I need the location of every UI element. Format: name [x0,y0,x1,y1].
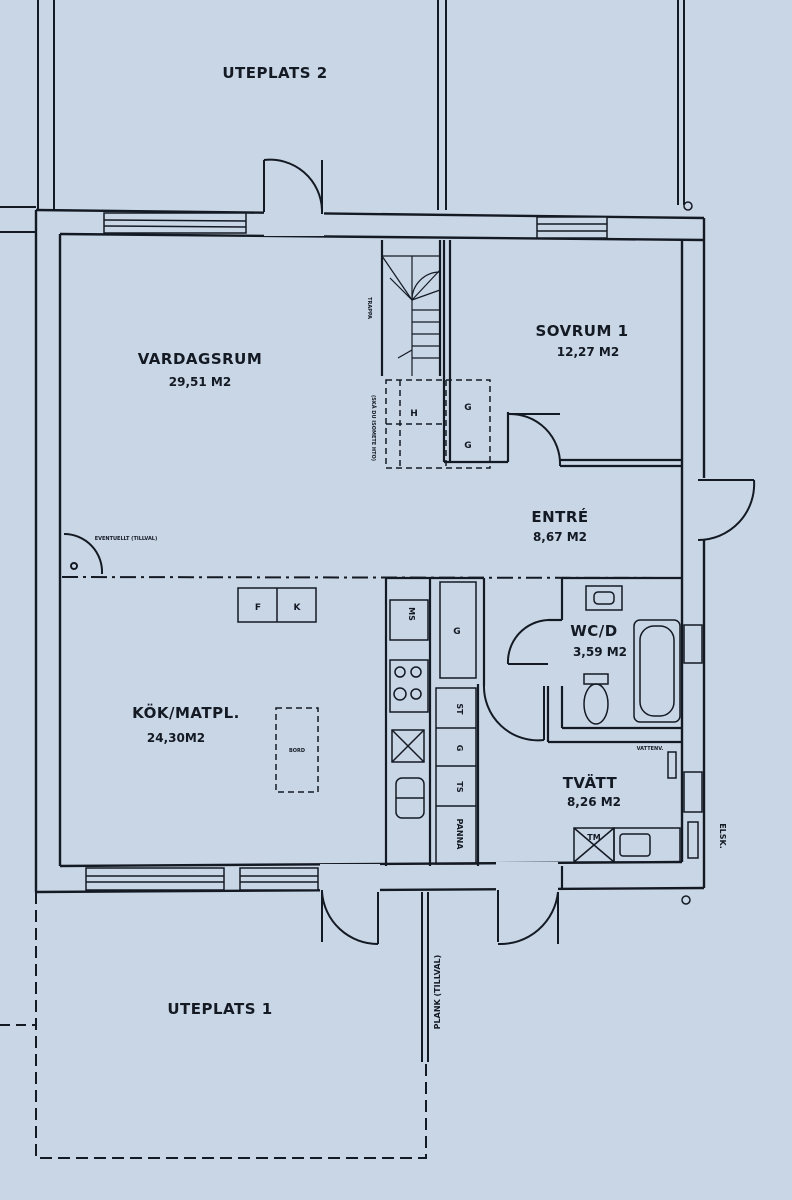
room-area-entre: 8,67 M2 [533,530,587,544]
kitchen-fixtures [237,201,699,905]
fixture-label-ms: MS [407,607,416,621]
room-name-uteplats1: UTEPLATS 1 [167,1000,272,1018]
fixture-label-tm: TM [587,833,600,842]
fixture-label-elsk: ELSK. [718,823,727,849]
storage-outline [385,379,491,469]
patio-outlines [35,892,427,1159]
fixture-label-g-bed-top: G [464,403,471,413]
fixture-label-h: H [410,409,418,419]
fixture-label-plank: PLANK (TILLVAL) [433,955,442,1030]
doors [63,158,756,946]
room-name-uteplats2: UTEPLATS 2 [222,64,327,82]
windows [85,212,703,891]
interior-walls [380,240,682,890]
fixture-label-eldstad: EVENTUELLT (TILLVAL) [95,536,158,542]
fixture-label-schakt: (SKÅ DU ISOMETE HTO) [370,395,377,461]
room-name-kok: KÖK/MATPL. [132,703,240,722]
room-area-vardagsrum: 29,51 M2 [169,375,231,389]
fixture-label-trappa: TRAPPA [366,297,372,319]
fixture-label-vattenv: VATTENV. [637,746,664,752]
room-name-wc: WC/D [570,622,617,640]
room-area-kok: 24,30M2 [147,731,205,745]
room-divider [61,576,683,579]
room-name-sovrum1: SOVRUM 1 [535,322,628,340]
room-name-entre: ENTRÉ [531,507,588,526]
fixture-label-g-low: G [455,745,464,752]
plank-wall [421,892,429,1062]
fixture-label-g-bed-bottom: G [464,441,471,451]
fixture-label-st: ST [455,703,464,715]
fixture-label-panna: PANNA [455,819,464,851]
fixture-label-f: F [255,603,261,613]
room-area-sovrum1: 12,27 M2 [557,345,619,359]
room-area-wc: 3,59 M2 [573,645,627,659]
room-name-tvatt: TVÄTT [563,773,618,792]
room-area-tvatt: 8,26 M2 [567,795,621,809]
fixture-label-g-kitchen: G [453,627,460,637]
fixture-label-k: K [294,603,302,613]
room-name-vardagsrum: VARDAGSRUM [138,350,263,368]
fixture-label-ts: TS [455,781,464,792]
fixture-label-bord: BORD [289,748,305,754]
stair [381,255,441,376]
